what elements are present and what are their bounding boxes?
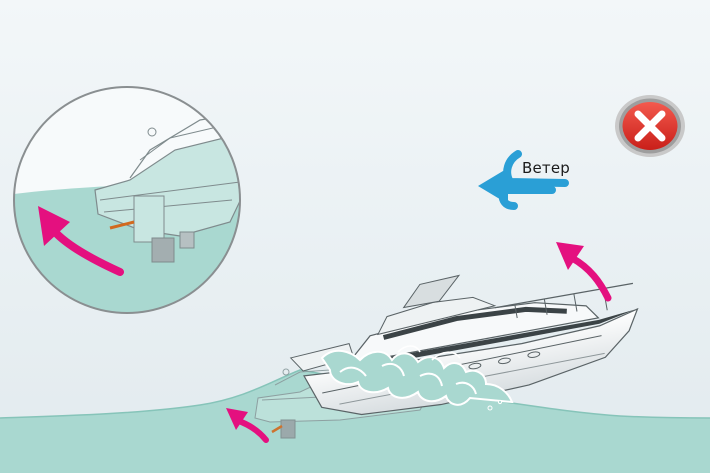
propeller-shaft xyxy=(109,220,135,230)
inset-tilt-arrow xyxy=(38,206,124,276)
water-wave xyxy=(0,370,710,473)
wind-arrow-icon xyxy=(478,150,569,210)
yacht-cabin xyxy=(346,302,600,366)
close-x-icon xyxy=(615,95,685,157)
wind-label: Ветер xyxy=(522,159,571,177)
tilt-arrow-bow xyxy=(556,242,612,302)
water-spray xyxy=(320,345,514,411)
inset-magnifier xyxy=(13,86,241,314)
tilt-arrow-stern xyxy=(226,408,269,443)
close-button[interactable] xyxy=(614,94,686,158)
